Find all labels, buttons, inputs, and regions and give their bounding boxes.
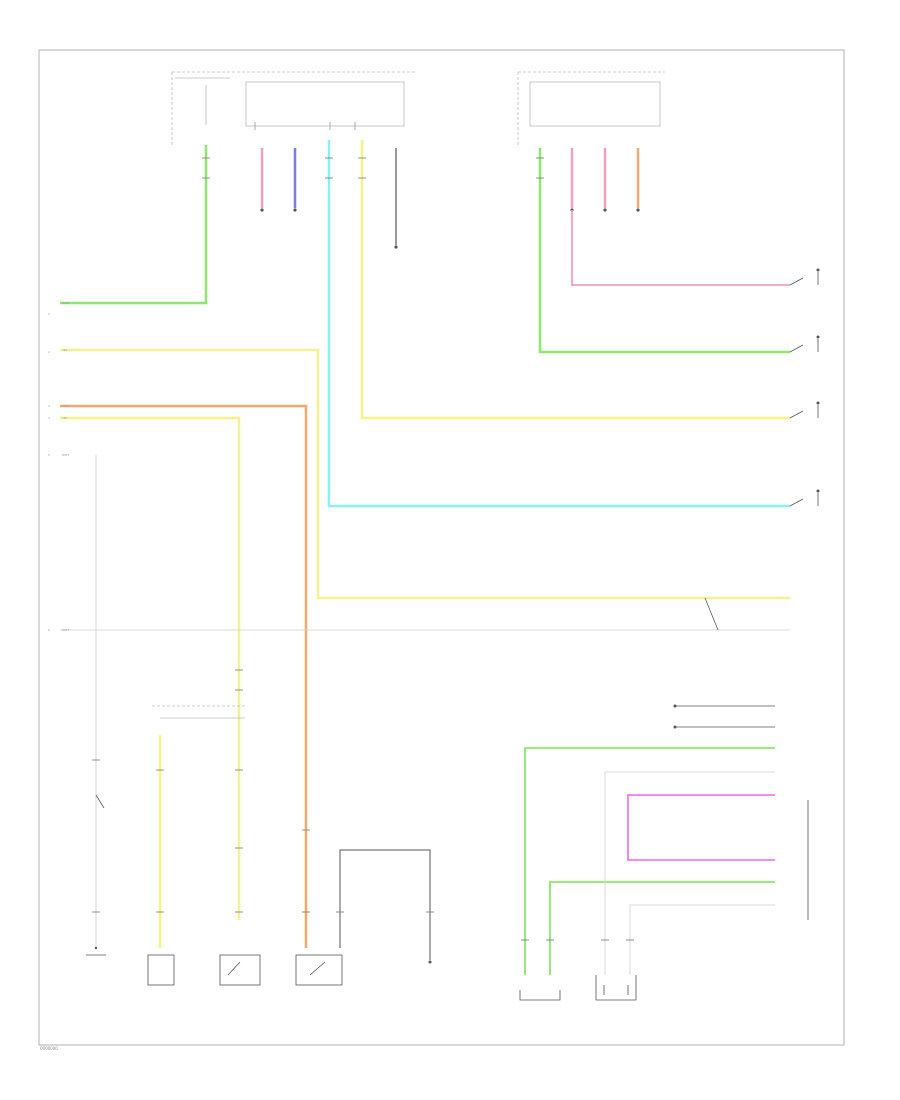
wire-pink-right — [571, 210, 790, 286]
pin-number: 4 — [48, 416, 50, 420]
wire-green-lower-right — [524, 747, 775, 975]
wire-yellow-upper — [60, 348, 790, 600]
top-left-module-pins — [254, 122, 356, 130]
pin-number: 3 — [48, 404, 50, 408]
top-left-module — [171, 71, 415, 145]
wire-black-loop — [339, 849, 431, 960]
wire-yellow-right — [360, 200, 790, 420]
bottom-components — [86, 794, 637, 1001]
right-switches — [704, 272, 819, 920]
right-switch-grounds — [673, 268, 820, 729]
wire-yellow-lower — [60, 416, 241, 920]
wire-orange — [60, 404, 308, 948]
wire-gray-lower-right — [604, 771, 775, 975]
wire-code-orange: ORN — [62, 404, 69, 408]
wire-code-green: GRN — [62, 301, 69, 305]
wire-green-lower-right2 — [549, 881, 775, 975]
wire-code-yellow2: YEL — [62, 416, 68, 420]
wire-green-left — [60, 145, 208, 305]
top-right-connector-terminals — [570, 208, 640, 212]
bottom-terminals — [94, 946, 432, 964]
pin-number: 2 — [48, 350, 50, 354]
diagram-code: 0000000 — [40, 1046, 58, 1051]
wire-black-short-right — [675, 705, 775, 728]
top-right-module — [517, 71, 665, 145]
wire-code-white: WHT — [62, 453, 70, 457]
inline-connectors — [92, 157, 634, 941]
pin-number: 5 — [48, 453, 50, 457]
pin-number: 1 — [48, 312, 50, 316]
wire-gray-lower-right2 — [629, 904, 775, 975]
wire-code-yellow: YEL — [62, 348, 68, 352]
pin-number: 6 — [48, 628, 50, 632]
top-left-connector-stubs — [260, 140, 397, 245]
diagram-frame — [38, 49, 845, 1046]
top-right-connector-stubs — [570, 148, 640, 208]
wire-magenta — [627, 794, 775, 861]
wire-code-white2: WHT — [62, 628, 70, 632]
junction-bracket — [152, 705, 245, 719]
top-left-connector-terminals — [260, 208, 398, 249]
wire-cyan — [327, 200, 790, 508]
wire-green-right — [538, 148, 790, 354]
